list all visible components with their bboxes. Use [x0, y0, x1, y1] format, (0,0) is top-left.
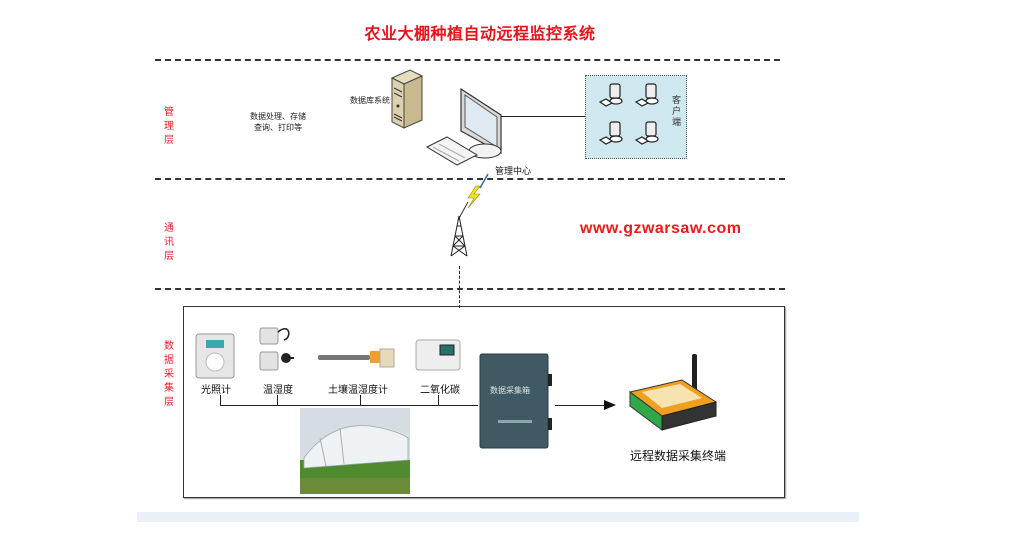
- sensor-label-co2: 二氧化碳: [420, 385, 460, 396]
- greenhouse-photo: [300, 408, 410, 494]
- collector-box-label: 数据采集箱: [490, 386, 530, 395]
- data-collector-box: [479, 353, 552, 449]
- soil-sensor-icon: [318, 348, 395, 368]
- functions-line-2: 查询、打印等: [254, 123, 302, 132]
- sensor-label-light: 光照计: [201, 385, 231, 396]
- layer-label-communication: 通讯层: [164, 223, 174, 262]
- antenna-tower-icon: [450, 215, 468, 257]
- co2-sensor-icon: [415, 339, 461, 371]
- remote-terminal-icon: [628, 354, 718, 431]
- bottom-strip: [137, 512, 859, 522]
- layer-label-acquisition: 数据采集层: [164, 341, 174, 408]
- temp-humidity-sensor-icon: [259, 327, 294, 371]
- sensor-drop-soil: [360, 395, 361, 405]
- sensor-label-temp-humidity: 温湿度: [263, 385, 293, 396]
- terminal-label: 远程数据采集终端: [630, 449, 727, 463]
- arrow-head-icon: [604, 400, 616, 410]
- server-icon: [390, 69, 424, 129]
- tower-uplink-line: [459, 266, 460, 308]
- sensor-drop-light: [220, 395, 221, 405]
- layer-divider-mgmt-comm: [155, 178, 785, 180]
- website-watermark: www.gzwarsaw.com: [580, 220, 742, 237]
- client-link-line: [501, 116, 585, 117]
- management-computer-icon: [425, 87, 502, 166]
- layer-label-management: 管理层: [164, 107, 174, 146]
- sensor-label-soil: 土壤温湿度计: [328, 385, 388, 396]
- collector-terminal-line: [555, 405, 607, 406]
- client-group: 客户端: [585, 75, 687, 159]
- database-label: 数据库系统: [350, 96, 390, 105]
- client-computers-icon: [598, 83, 659, 145]
- client-label: 客户端: [672, 96, 682, 128]
- functions-text: 数据处理、存储 查询、打印等: [248, 111, 308, 133]
- wireless-link-icon: [457, 173, 489, 221]
- sensor-bus-line: [220, 405, 478, 406]
- acquisition-panel: [183, 306, 785, 498]
- diagram-title: 农业大棚种植自动远程监控系统: [364, 24, 596, 43]
- layer-divider-top: [155, 59, 780, 61]
- sensor-drop-temp-humidity: [277, 395, 278, 405]
- layer-divider-comm-acq: [155, 288, 785, 290]
- light-meter-icon: [195, 333, 235, 379]
- functions-line-1: 数据处理、存储: [250, 112, 306, 121]
- sensor-drop-co2: [438, 395, 439, 405]
- management-center-label: 管理中心: [495, 167, 532, 177]
